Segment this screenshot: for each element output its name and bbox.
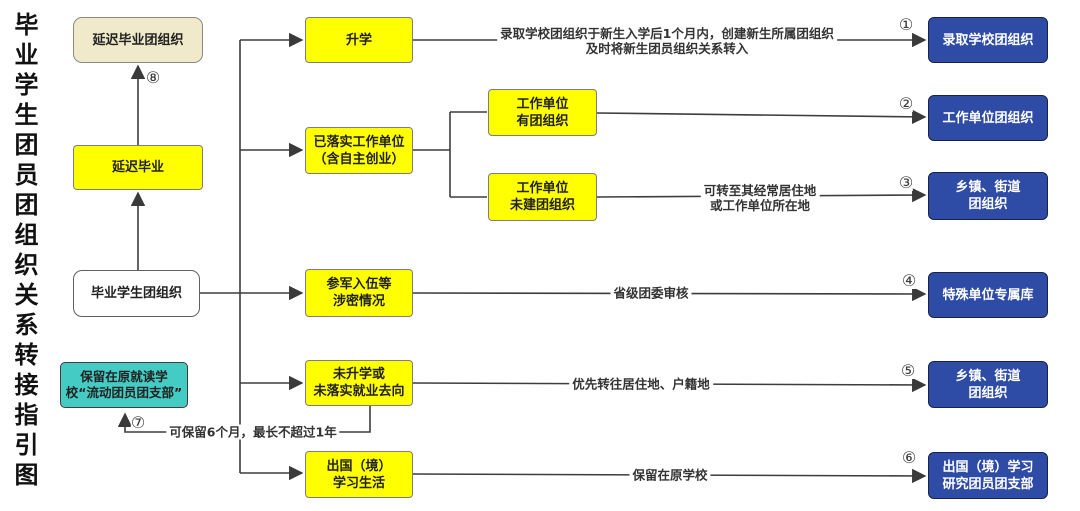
route-number-3: ③ (898, 173, 914, 192)
node-label-line: 工作单位 (516, 96, 569, 112)
annotation-line: 或工作单位所在地 (709, 198, 811, 213)
node-label-line: 团组织 (968, 197, 1008, 212)
node-retained-mobile-member-branch: 保留在原就读学 校“流动团员团支部” (60, 362, 188, 408)
node-label-line: 出国（境） (326, 458, 392, 474)
annotation-retention-period: 可保留6个月，最长不超过1年 (166, 424, 340, 440)
node-label-line: 乡镇、街道 (955, 180, 1021, 195)
node-label-line: 团组织 (968, 385, 1008, 401)
node-label-line: 未建团组织 (509, 198, 575, 213)
annotation-line: 可转至其经常居住地 (703, 183, 817, 198)
node-label-line: （含自主创业） (313, 151, 405, 167)
node-label-line: 校“流动团员团支部” (65, 385, 183, 400)
node-label-line: 保留在原就读学 (80, 369, 168, 384)
node-graduate-student-league-org: 毕业学生团组织 (73, 270, 200, 317)
node-abroad-study: 出国（境） 学习生活 (305, 451, 413, 498)
node-admission-school-org: 录取学校团组织 (928, 17, 1048, 63)
node-label-line: 出国（境）学习 (942, 459, 1034, 475)
node-label-line: 乡镇、街道 (955, 368, 1021, 384)
node-label-line: 有团组织 (516, 113, 569, 129)
annotation-line: 及时将新生团员组织关系转入 (585, 41, 749, 56)
route-number-5: ⑤ (900, 361, 916, 380)
page-title: 毕业学生团员团组织关系转接指引图 (10, 12, 38, 492)
node-further-study: 升学 (305, 17, 413, 63)
node-abroad-research-branch: 出国（境）学习 研究团员团支部 (928, 452, 1048, 499)
node-not-employed: 未升学或 未落实就业去向 (305, 360, 413, 406)
node-label-line: 未落实就业去向 (313, 384, 405, 399)
node-employer-no-league-org: 工作单位 未建团组织 (488, 173, 597, 221)
node-delayed-graduation: 延迟毕业 (73, 145, 203, 190)
node-employer-has-league-org: 工作单位 有团组织 (488, 89, 597, 136)
route-number-1: ① (898, 15, 914, 34)
node-township-street-org-b: 乡镇、街道 团组织 (928, 361, 1048, 408)
route-number-4: ④ (901, 271, 917, 290)
node-label-line: 未升学或 (332, 367, 385, 382)
annotation-priority-transfer: 优先转往居住地、户籍地 (569, 376, 713, 392)
node-label-line: 学习生活 (332, 475, 385, 491)
annotation-residence-transfer: 可转至其经常居住地 或工作单位所在地 (700, 183, 820, 213)
annotation-line: 录取学校团组织于新生入学后1个月内，创建新生所属团组织 (500, 26, 834, 41)
node-employer-league-org: 工作单位团组织 (928, 95, 1048, 141)
route-number-8: ⑧ (145, 68, 161, 87)
node-label-line: 研究团员团支部 (942, 476, 1034, 492)
node-label-line: 工作单位 (516, 181, 569, 196)
node-township-street-org-a: 乡镇、街道 团组织 (928, 172, 1048, 220)
route-number-2: ② (898, 94, 914, 113)
node-label-line: 参军入伍等 (326, 277, 392, 292)
route-number-6: ⑥ (901, 448, 917, 467)
node-label-line: 已落实工作单位 (313, 134, 405, 150)
annotation-admission-rule: 录取学校团组织于新生入学后1个月内，创建新生所属团组织 及时将新生团员组织关系转… (497, 26, 837, 56)
node-delayed-graduation-org: 延迟毕业团组织 (73, 17, 203, 63)
annotation-keep-school: 保留在原学校 (629, 467, 711, 483)
node-military-classified: 参军入伍等 涉密情况 (305, 269, 413, 317)
node-special-unit-repository: 特殊单位专属库 (928, 272, 1048, 318)
annotation-province-review: 省级团委审核 (610, 285, 692, 301)
node-employed: 已落实工作单位 （含自主创业） (305, 127, 413, 174)
route-number-7: ⑦ (130, 413, 146, 432)
node-label-line: 涉密情况 (332, 294, 385, 309)
